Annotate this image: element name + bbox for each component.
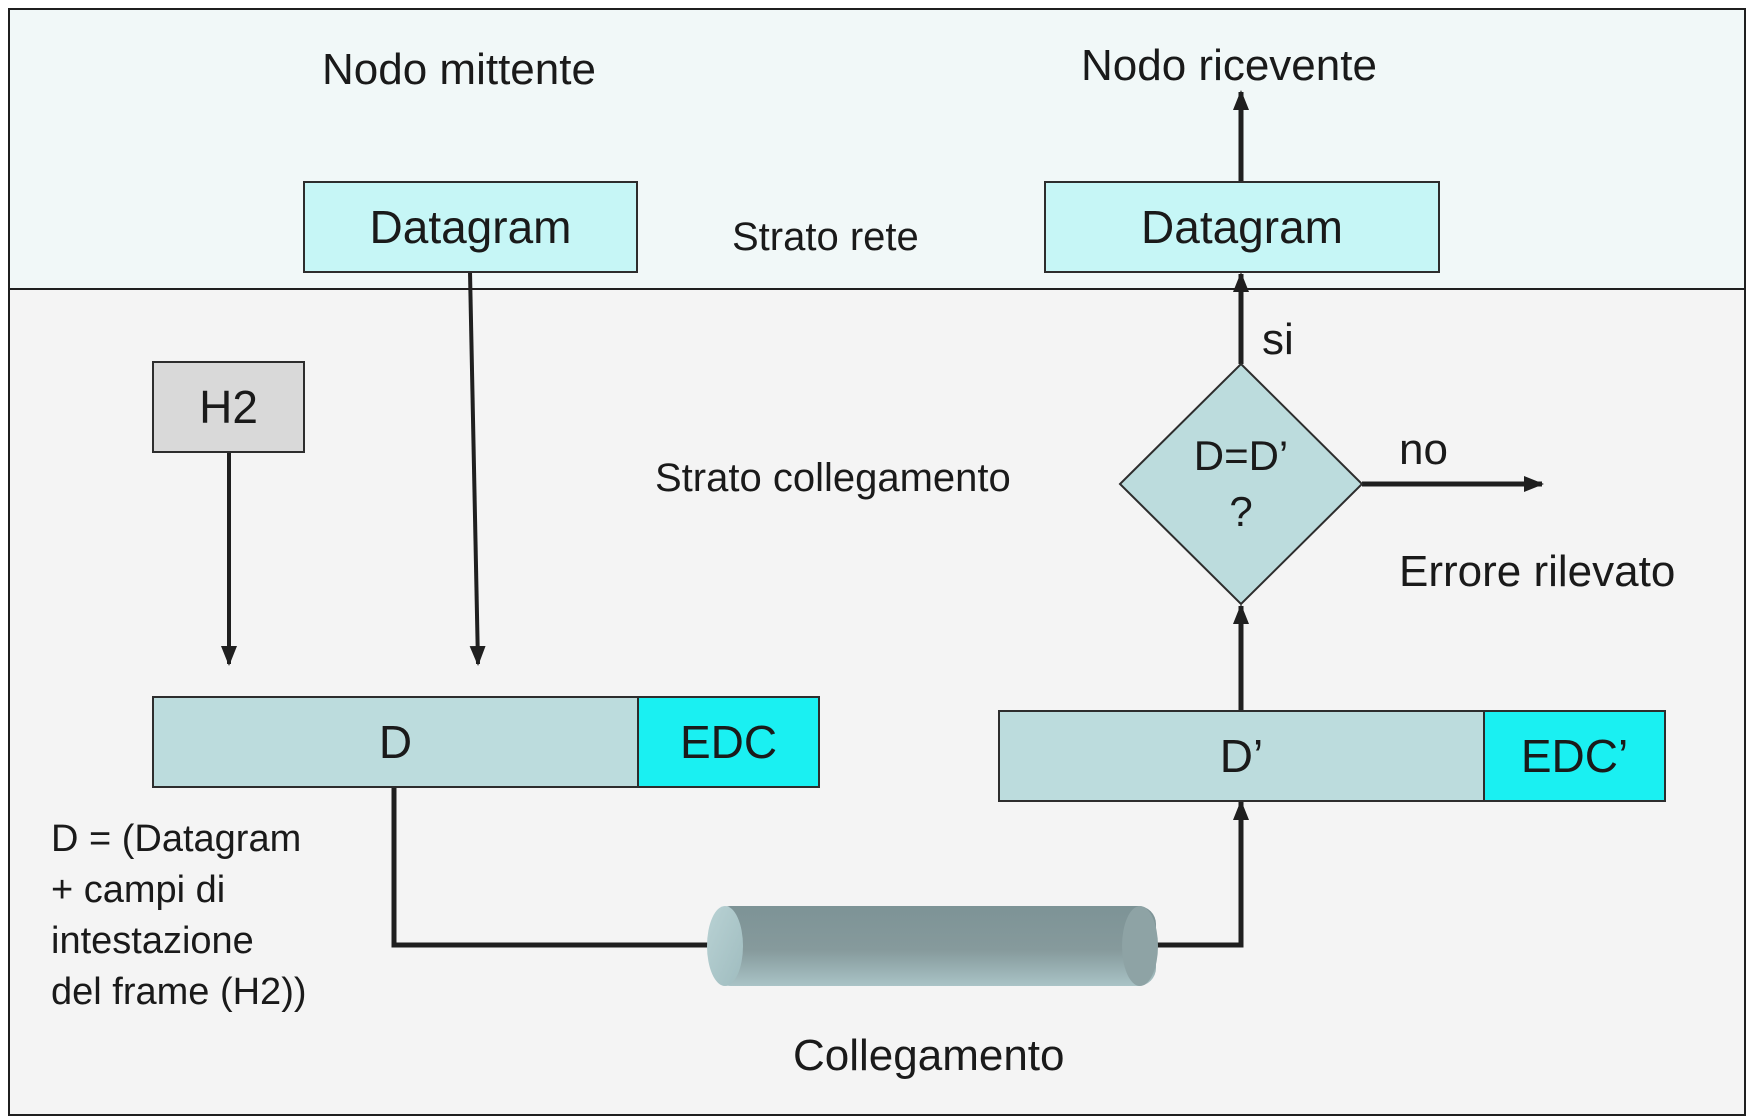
receiver-data-label: D’ — [1219, 730, 1264, 782]
frame-definition-note: D = (Datagram + campi di intestazione de… — [51, 814, 307, 1018]
sender-data-field: D — [152, 696, 639, 788]
sender-datagram-label: Datagram — [369, 201, 572, 253]
sender-node-label: Nodo mittente — [322, 45, 596, 94]
receiver-datagram-box: Datagram — [1044, 181, 1440, 273]
no-label: no — [1399, 425, 1448, 474]
check-text: D=D’ ? — [1161, 428, 1321, 540]
header-h2-box: H2 — [152, 361, 305, 453]
note-line-2: + campi di — [51, 869, 226, 911]
network-layer-label: Strato rete — [732, 215, 919, 259]
receiver-edc-field: EDC’ — [1483, 710, 1666, 802]
note-line-4: del frame (H2)) — [51, 971, 307, 1013]
network-layer-band — [10, 10, 1744, 290]
yes-label: si — [1262, 315, 1294, 364]
receiver-node-label: Nodo ricevente — [1081, 41, 1377, 90]
note-line-3: intestazione — [51, 920, 254, 962]
note-line-1: D = (Datagram — [51, 818, 302, 860]
receiver-edc-label: EDC’ — [1520, 730, 1629, 782]
receiver-datagram-label: Datagram — [1141, 201, 1343, 253]
sender-datagram-box: Datagram — [303, 181, 638, 273]
link-layer-label: Strato collegamento — [655, 456, 1011, 500]
error-detected-label: Errore rilevato — [1399, 547, 1676, 596]
sender-data-label: D — [378, 716, 413, 768]
check-line-2: ? — [1229, 488, 1253, 535]
sender-edc-field: EDC — [637, 696, 820, 788]
receiver-data-field: D’ — [998, 710, 1485, 802]
link-label: Collegamento — [793, 1031, 1065, 1080]
header-h2-label: H2 — [199, 381, 258, 433]
check-line-1: D=D’ — [1193, 432, 1289, 479]
sender-edc-label: EDC — [679, 716, 778, 768]
